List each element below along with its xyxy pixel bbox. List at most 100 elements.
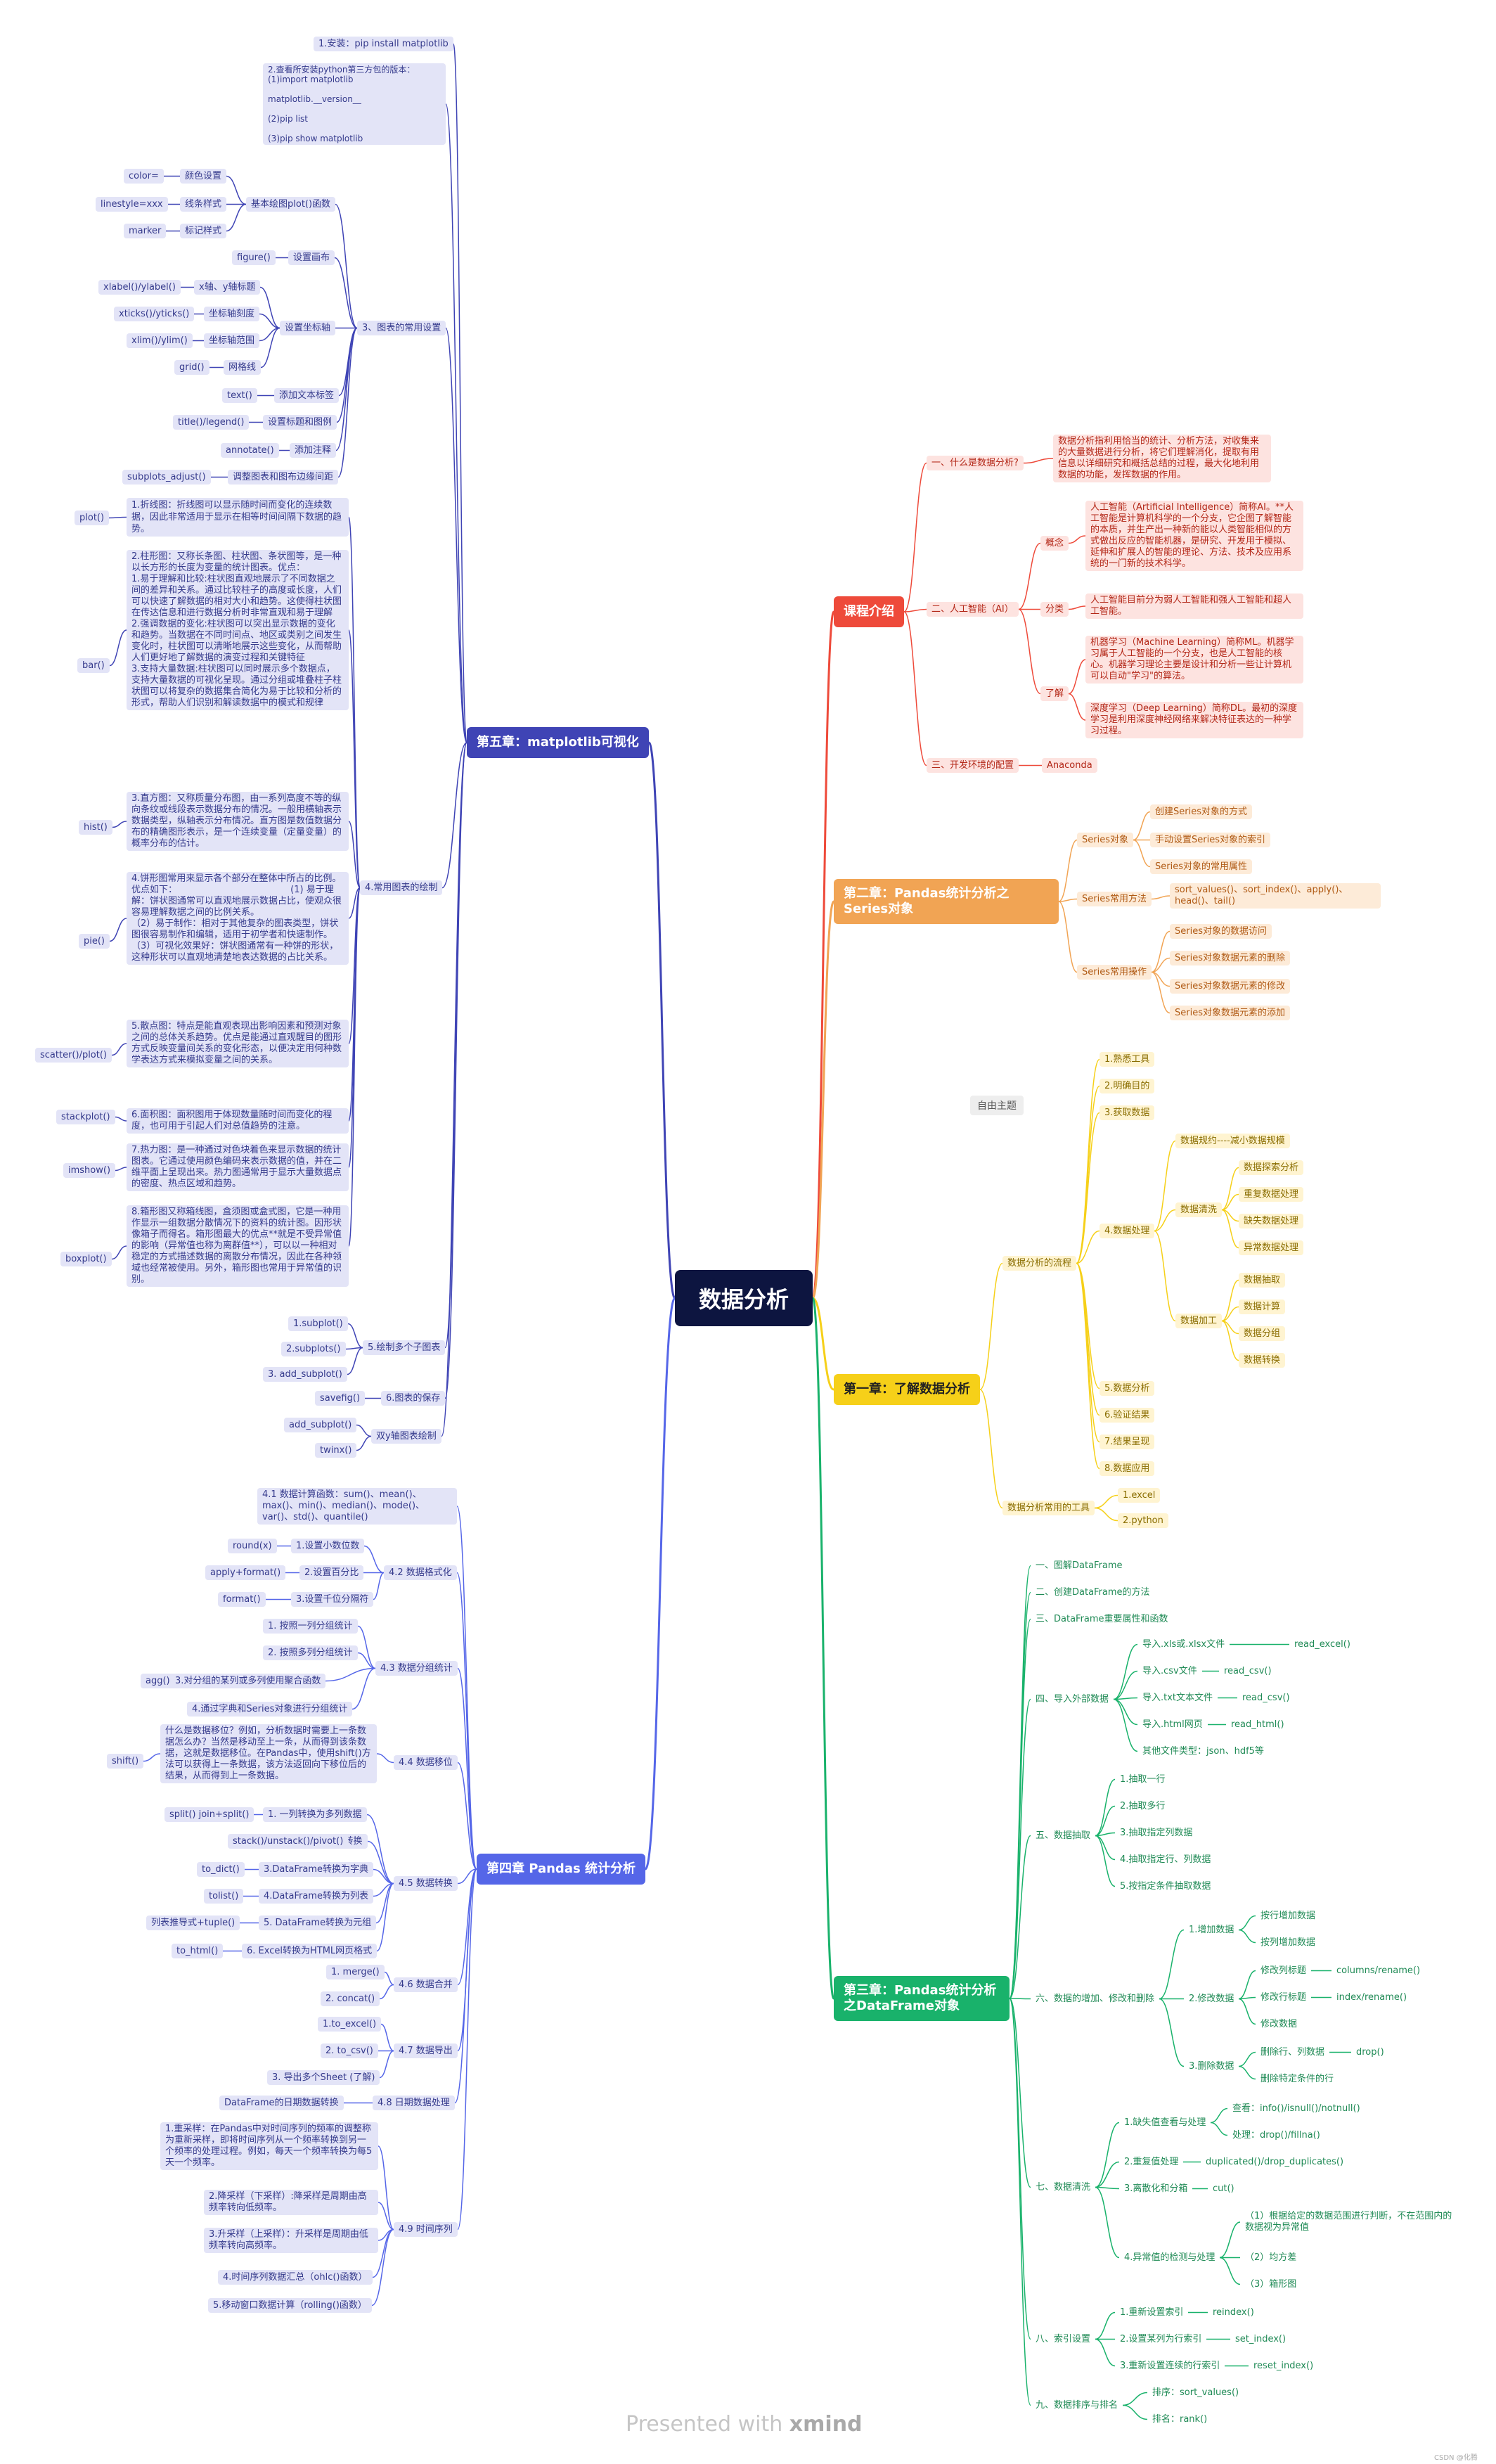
outlier-std[interactable]: （2）均方差 [1240,2250,1302,2265]
heatmap-chart-desc[interactable]: 7.热力图：是一种通过对色块着色来显示数据的统计图表。它通过使用颜色编码来表示数… [127,1143,349,1191]
rank-values[interactable]: 排名：rank() [1147,2412,1213,2427]
date-processing[interactable]: 4.8 日期数据处理 [373,2096,455,2110]
create-series[interactable]: 创建Series对象的方式 [1150,804,1252,819]
series-attributes[interactable]: Series对象的常用属性 [1150,859,1252,874]
calc-functions[interactable]: 4.1 数据计算函数：sum()、mean()、max()、min()、medi… [257,1488,457,1525]
set-canvas[interactable]: 设置画布 [288,250,335,265]
ch5-install[interactable]: 1.安装：pip install matplotlib [314,37,453,51]
missing-values[interactable]: 1.缺失值查看与处理 [1119,2115,1211,2130]
series-delete[interactable]: Series对象数据元素的删除 [1170,951,1290,965]
rolling-window[interactable]: 5.移动窗口数据计算（rolling()函数） [208,2298,372,2313]
flow-step-1[interactable]: 1.熟悉工具 [1100,1052,1155,1067]
flow-step-7[interactable]: 7.结果呈现 [1100,1435,1155,1449]
flow-step-3[interactable]: 3.获取数据 [1100,1105,1155,1120]
text-func[interactable]: text() [222,388,257,403]
title-legend-setting[interactable]: 设置标题和图例 [263,415,337,430]
outlier-range[interactable]: （1）根据给定的数据范围进行判断，不在范围内的数据视为异常值 [1240,2209,1465,2235]
bar-chart-desc[interactable]: 2.柱形图：又称长条图、柱状图、条状图等，是一种以长方形的长度为变量的统计图表。… [127,550,349,710]
import-html[interactable]: 导入.html网页 [1137,1717,1208,1732]
outlier-detect[interactable]: 4.异常值的检测与处理 [1119,2250,1220,2265]
twinx-func[interactable]: twinx() [315,1443,357,1458]
flow-step-6[interactable]: 6.验证结果 [1100,1408,1155,1423]
color-setting[interactable]: 颜色设置 [180,169,227,184]
proc-calc[interactable]: 数据计算 [1239,1300,1286,1314]
free-topic[interactable]: 自由主题 [970,1096,1024,1115]
add-by-row[interactable]: 按行增加数据 [1256,1908,1321,1923]
flow-step-2[interactable]: 2.明确目的 [1100,1079,1155,1093]
shift-func[interactable]: shift() [107,1754,144,1769]
modify-col-title[interactable]: 修改列标题 [1256,1963,1312,1978]
delete-data[interactable]: 3.删除数据 [1184,2059,1239,2074]
plot-func[interactable]: plot() [75,511,110,525]
imshow-func[interactable]: imshow() [63,1163,116,1178]
hist-chart-desc[interactable]: 3.直方图：又称质量分布图，由一系列高度不等的纵向条纹或线段表示数据分布的情况。… [127,792,349,851]
basic-plot-function[interactable]: 基本绘图plot()函数 [246,197,336,212]
series-operations[interactable]: Series常用操作 [1077,965,1152,980]
data-cleaning-ch3[interactable]: 七、数据清洗 [1031,2180,1096,2195]
set-axes[interactable]: 设置坐标轴 [280,321,336,335]
color-param[interactable]: color= [124,169,164,184]
drop-func[interactable]: drop() [1351,2045,1389,2060]
extract-by-condition[interactable]: 5.按指定条件抽取数据 [1115,1879,1216,1894]
deep-learning-desc[interactable]: 深度学习（Deep Learning）简称DL。最初的深度学习是利用深度神经网络… [1085,702,1303,738]
legend-func[interactable]: title()/legend() [173,415,250,430]
hist-func[interactable]: hist() [79,820,112,835]
series-add[interactable]: Series对象数据元素的添加 [1170,1006,1290,1020]
marker-param[interactable]: marker [124,224,167,238]
root-topic[interactable]: 数据分析 [675,1270,813,1326]
axis-ticks[interactable]: 坐标轴刻度 [204,307,260,321]
data-export[interactable]: 4.7 数据导出 [394,2043,458,2058]
tool-python[interactable]: 2.python [1118,1513,1168,1528]
flow-step-5[interactable]: 5.数据分析 [1100,1381,1155,1396]
read-html-func[interactable]: read_html() [1226,1717,1289,1732]
proc-extract[interactable]: 数据抽取 [1239,1273,1286,1288]
to-dict-func[interactable]: to_dict() [197,1862,245,1877]
ai-concept[interactable]: 概念 [1040,536,1069,551]
annotate-func[interactable]: annotate() [221,443,279,458]
rename-cols-func[interactable]: columns/rename() [1331,1963,1426,1978]
set-thousands[interactable]: 3.设置千位分隔符 [291,1592,374,1607]
savefig-func[interactable]: savefig() [315,1391,366,1406]
stackplot-func[interactable]: stackplot() [56,1110,115,1124]
set-percent[interactable]: 2.设置百分比 [299,1565,364,1580]
chapter1-topic[interactable]: 第一章：了解数据分析 [834,1374,980,1405]
tuple-func[interactable]: 列表推导式+tuple() [146,1916,240,1930]
import-csv[interactable]: 导入.csv文件 [1137,1664,1202,1679]
cut-func[interactable]: cut() [1208,2181,1239,2196]
subplot-2[interactable]: 2.subplots() [281,1342,346,1356]
clean-missing[interactable]: 缺失数据处理 [1239,1214,1304,1228]
clean-duplicates[interactable]: 重复数据处理 [1239,1187,1304,1202]
data-format[interactable]: 4.2 数据格式化 [384,1565,457,1580]
agg-func[interactable]: agg() [141,1674,175,1688]
add-text-label[interactable]: 添加文本标签 [274,388,340,403]
import-excel[interactable]: 导入.xls或.xlsx文件 [1137,1637,1230,1652]
extract-rows-cols[interactable]: 4.抽取指定行、列数据 [1115,1852,1216,1867]
apply-format-func[interactable]: apply+format() [205,1565,286,1580]
course-intro-topic[interactable]: 课程介绍 [834,596,904,627]
concat-func[interactable]: 2. concat() [321,1991,380,2006]
date-convert[interactable]: DataFrame的日期数据转换 [219,2096,344,2110]
read-csv-func[interactable]: read_csv() [1219,1664,1277,1679]
modify-data[interactable]: 2.修改数据 [1184,1991,1239,2006]
scatter-func[interactable]: scatter()/plot() [35,1048,112,1063]
time-series[interactable]: 4.9 时间序列 [394,2222,458,2237]
marker-style[interactable]: 标记样式 [180,224,227,238]
chapter5-topic[interactable]: 第五章：matplotlib可视化 [467,727,649,758]
extract-cols[interactable]: 3.抽取指定列数据 [1115,1825,1198,1840]
to-dict[interactable]: 3.DataFrame转换为字典 [259,1862,373,1877]
boxplot-chart-desc[interactable]: 8.箱形图又称箱线图，盒须图或盒式图，它是一种用作显示一组数据分散情况下的资料的… [127,1205,349,1287]
delete-rows-cols[interactable]: 删除行、列数据 [1256,2045,1330,2060]
axis-range[interactable]: 坐标轴范围 [204,333,260,348]
group-agg[interactable]: 3.对分组的某列或多列使用聚合函数 [170,1674,326,1688]
modify-row-title[interactable]: 修改行标题 [1256,1990,1312,2005]
reindex-func[interactable]: reindex() [1208,2305,1259,2320]
import-txt[interactable]: 导入.txt文本文件 [1137,1690,1218,1705]
export-multi-sheet[interactable]: 3. 导出多个Sheet (了解) [267,2070,380,2085]
proc-convert[interactable]: 数据转换 [1239,1353,1286,1368]
data-shift[interactable]: 4.4 数据移位 [394,1755,458,1770]
data-reduction[interactable]: 数据规约----减小数据规模 [1175,1134,1290,1148]
pie-func[interactable]: pie() [79,934,110,949]
subplot-1[interactable]: 1.subplot() [288,1316,348,1331]
reset-index-topic[interactable]: 1.重新设置索引 [1115,2305,1189,2320]
delete-by-condition[interactable]: 删除特定条件的行 [1256,2072,1339,2086]
